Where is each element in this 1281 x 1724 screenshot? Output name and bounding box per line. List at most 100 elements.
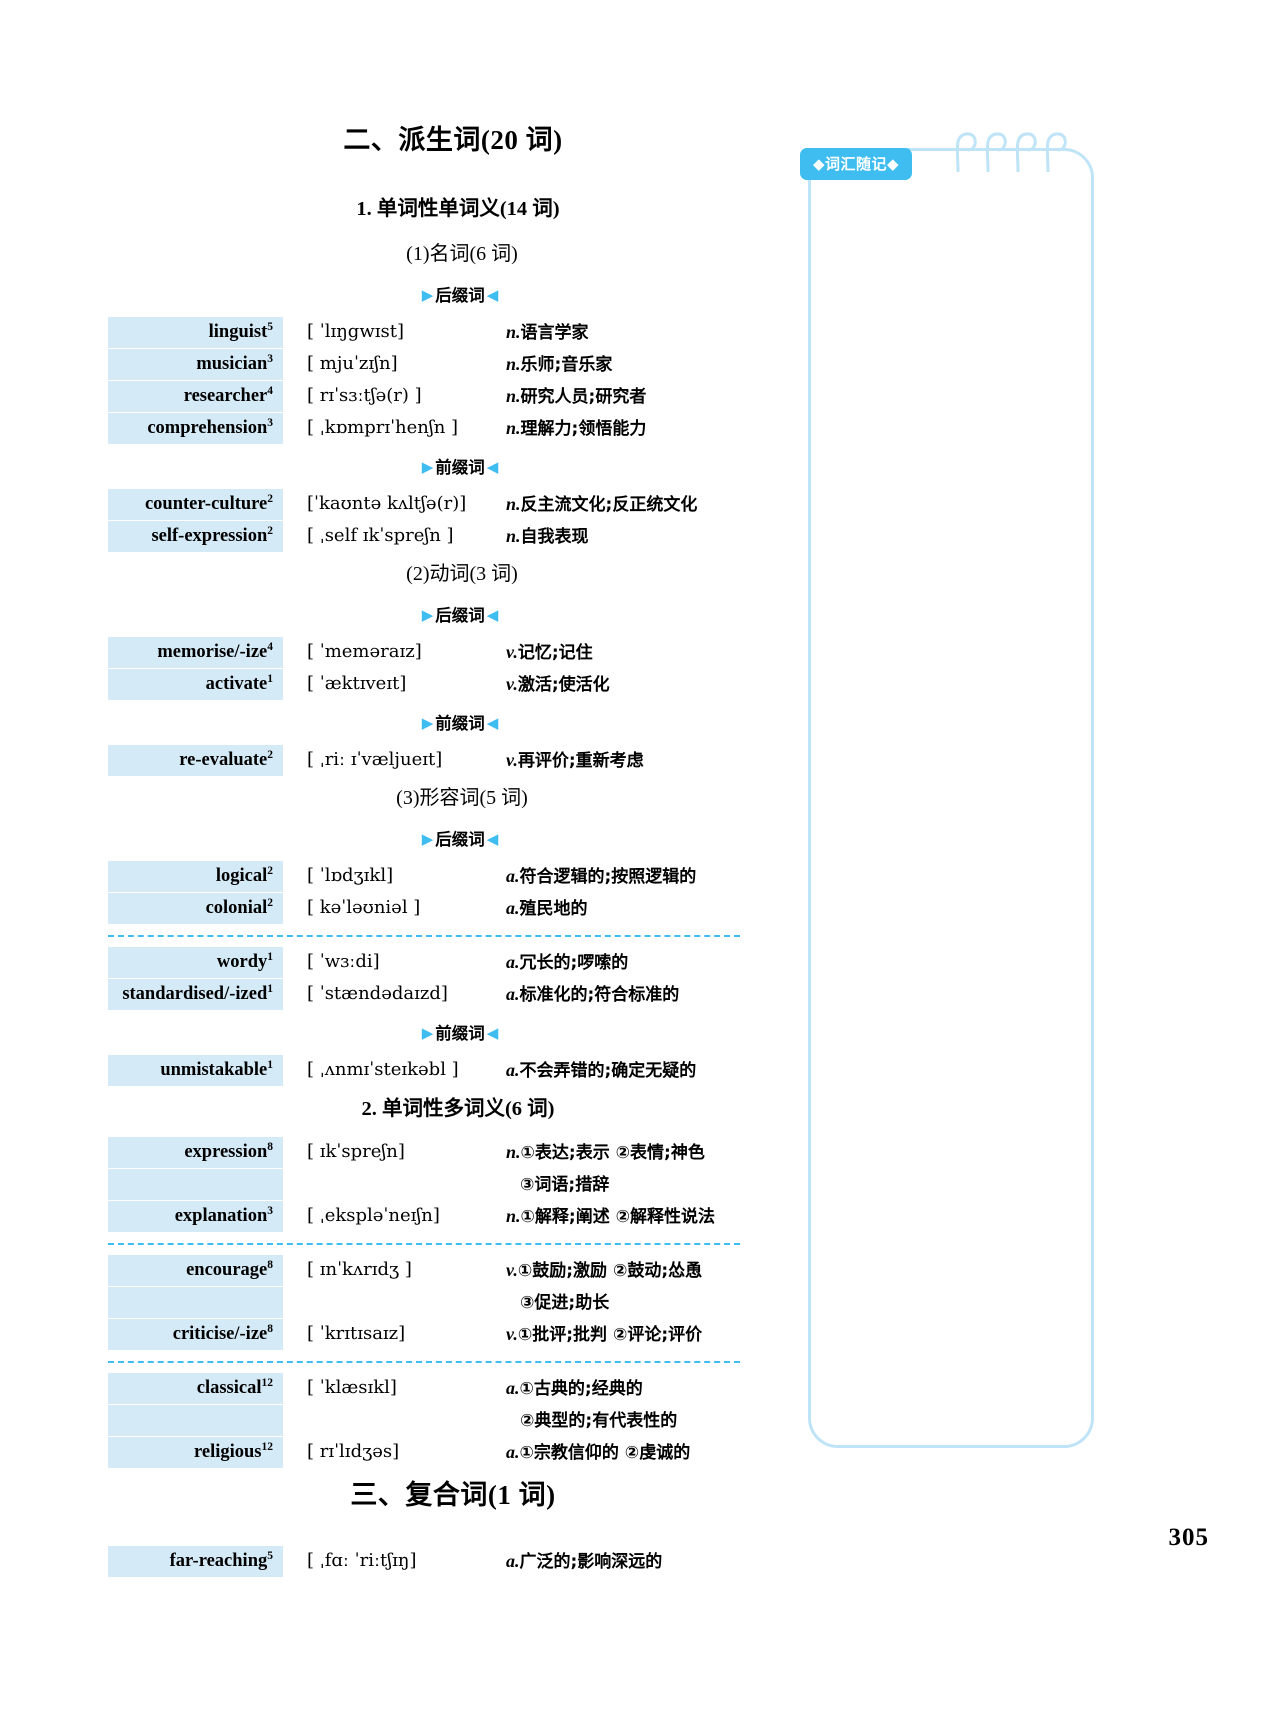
affix-label: 后缀词 xyxy=(435,830,485,849)
vocab-word: comprehension3 xyxy=(108,413,283,444)
triangle-left-icon: ◀ xyxy=(486,716,499,732)
group-heading: (1)名词(6 词) xyxy=(406,243,518,265)
vocab-entry-row: ②典型的;有代表性的 xyxy=(108,1405,788,1437)
definition-text: ①批评;批判 ②评论;评价 xyxy=(517,1325,703,1345)
word-frequency-superscript: 2 xyxy=(267,896,273,909)
vocab-entry-row: linguist5[ ˈlɪŋgwɪst]n.语言学家 xyxy=(108,317,788,349)
vocab-entry-row: wordy1[ ˈwɜːdi]a.冗长的;啰嗦的 xyxy=(108,947,788,979)
triangle-left-icon: ◀ xyxy=(486,608,499,624)
vocab-definition: n.自我表现 xyxy=(488,521,788,553)
notes-tab-label: ◆词汇随记◆ xyxy=(800,148,913,180)
definition-text: ①解释;阐述 ②解释性说法 xyxy=(520,1207,716,1227)
vocab-word: self-expression2 xyxy=(108,521,283,552)
vocab-definition: n.语言学家 xyxy=(488,317,788,349)
part-of-speech: v. xyxy=(506,642,518,662)
vocab-entry-row: explanation3[ ˌekspləˈneɪʃn]n.①解释;阐述 ②解释… xyxy=(108,1201,788,1233)
vocab-word: classical12 xyxy=(108,1373,283,1404)
vocab-entry-row: counter-culture2[ˈkaʊntə kʌltʃə(r)]n.反主流… xyxy=(108,489,788,521)
vocab-entry-row: religious12[ rɪˈlɪdʒəs]a.①宗教信仰的 ②虔诚的 xyxy=(108,1437,788,1469)
vocab-definition: v.①鼓励;激励 ②鼓动;怂恿 xyxy=(488,1255,788,1287)
vocab-definition: a.冗长的;啰嗦的 xyxy=(488,947,788,979)
part-of-speech: n. xyxy=(506,1142,521,1162)
vocab-entry-row: unmistakable1[ ˌʌnmɪˈsteɪkəbl ]a.不会弄错的;确… xyxy=(108,1055,788,1087)
vocab-word: criticise/-ize8 xyxy=(108,1319,283,1350)
affix-marker: ▶前缀词◀ xyxy=(108,1020,788,1044)
vocab-phonetic: [ ˈstændədaɪzd] xyxy=(307,983,448,1004)
vocab-word: expression8 xyxy=(108,1137,283,1168)
part-of-speech: n. xyxy=(506,526,521,546)
definition-text: 乐师;音乐家 xyxy=(520,355,613,375)
word-frequency-superscript: 5 xyxy=(267,1549,273,1562)
vocab-phonetic: [ ˈmeməraɪz] xyxy=(307,641,422,662)
vocab-entry-row: classical12 [ ˈklæsɪkl] a.①古典的;经典的 xyxy=(108,1373,788,1405)
vocab-phonetic: [ ˈklæsɪkl] xyxy=(307,1377,397,1398)
vocab-phonetic: [ˈkaʊntə kʌltʃə(r)] xyxy=(307,493,467,514)
word-frequency-superscript: 12 xyxy=(261,1376,274,1389)
part-of-speech: n. xyxy=(506,494,521,514)
definition-text: 记忆;记住 xyxy=(517,643,593,663)
vocab-definition: n.乐师;音乐家 xyxy=(488,349,788,381)
definition-text: 语言学家 xyxy=(520,323,589,343)
vocabulary-notes-panel: ◆词汇随记◆ xyxy=(800,120,1100,1460)
vocab-phonetic: [ kəˈləʊniəl ] xyxy=(307,897,421,918)
vocab-entry-row: musician3[ mjuˈzɪʃn]n.乐师;音乐家 xyxy=(108,349,788,381)
definition-text: 反主流文化;反正统文化 xyxy=(520,495,698,515)
vocab-phonetic xyxy=(283,1287,488,1292)
word-frequency-superscript: 2 xyxy=(267,492,273,505)
vocab-word: researcher4 xyxy=(108,381,283,412)
word-frequency-superscript: 2 xyxy=(267,748,273,761)
main-content-column: 二、派生词(20 词)1. 单词性单词义(14 词)(1)名词(6 词)▶后缀词… xyxy=(108,118,788,1582)
word-frequency-superscript: 8 xyxy=(267,1258,273,1271)
word-frequency-superscript: 5 xyxy=(267,320,273,333)
vocab-word: wordy1 xyxy=(108,947,283,978)
vocab-phonetic: [ ˌself ɪkˈspreʃn ] xyxy=(307,525,454,546)
vocab-definition: a.①古典的;经典的 xyxy=(488,1373,788,1405)
part-of-speech: a. xyxy=(506,1378,520,1398)
vocab-phonetic xyxy=(283,1169,488,1174)
vocab-phonetic: [ ɪnˈkʌrɪdʒ ] xyxy=(307,1259,412,1280)
vocab-definition: n.①解释;阐述 ②解释性说法 xyxy=(488,1201,788,1233)
vocab-phonetic: [ ˈkrɪtɪsaɪz] xyxy=(307,1323,406,1344)
word-frequency-superscript: 4 xyxy=(267,384,273,397)
vocab-phonetic: [ ˈæktɪveɪt] xyxy=(307,673,407,694)
part-of-speech: a. xyxy=(506,1442,520,1462)
vocab-entry-row: encourage8[ ɪnˈkʌrɪdʒ ]v.①鼓励;激励 ②鼓动;怂恿 xyxy=(108,1255,788,1287)
vocab-phonetic: [ ɪkˈspreʃn] xyxy=(307,1141,405,1162)
definition-text: 不会弄错的;确定无疑的 xyxy=(519,1061,697,1081)
vocab-definition: a.殖民地的 xyxy=(488,893,788,925)
part-of-speech: n. xyxy=(506,386,521,406)
triangle-right-icon: ▶ xyxy=(421,608,434,624)
vocab-entry-row: colonial2[ kəˈləʊniəl ]a.殖民地的 xyxy=(108,893,788,925)
definition-text: 再评价;重新考虑 xyxy=(517,751,644,771)
vocab-phonetic: [ ˈlɪŋgwɪst] xyxy=(307,321,404,342)
vocab-definition: a.广泛的;影响深远的 xyxy=(488,1546,788,1578)
affix-label: 前缀词 xyxy=(435,1024,485,1043)
vocab-entry-row: re-evaluate2[ ˌriː ɪˈvæljueɪt]v.再评价;重新考虑 xyxy=(108,745,788,777)
vocab-word-group: expression8[ ɪkˈspreʃn]n.①表达;表示 ②表情;神色 ③… xyxy=(108,1137,788,1233)
affix-label: 后缀词 xyxy=(435,606,485,625)
word-frequency-superscript: 12 xyxy=(261,1440,274,1453)
vocab-word-group: counter-culture2[ˈkaʊntə kʌltʃə(r)]n.反主流… xyxy=(108,489,788,553)
vocab-definition: ③词语;措辞 xyxy=(488,1169,788,1201)
part-of-speech: n. xyxy=(506,1206,521,1226)
definition-text: 标准化的;符合标准的 xyxy=(519,985,680,1005)
vocab-word: explanation3 xyxy=(108,1201,283,1232)
word-frequency-superscript: 2 xyxy=(267,524,273,537)
affix-label: 前缀词 xyxy=(435,714,485,733)
triangle-left-icon: ◀ xyxy=(486,832,499,848)
group-heading: (2)动词(3 词) xyxy=(406,563,518,585)
subsection-heading: 1. 单词性单词义(14 词) xyxy=(356,198,560,220)
vocab-entry-row: criticise/-ize8[ ˈkrɪtɪsaɪz]v.①批评;批判 ②评论… xyxy=(108,1319,788,1351)
notes-writing-area[interactable] xyxy=(808,148,1094,1448)
vocab-definition: v.再评价;重新考虑 xyxy=(488,745,788,777)
vocab-word xyxy=(108,1169,283,1200)
word-frequency-superscript: 2 xyxy=(267,864,273,877)
definition-text: 研究人员;研究者 xyxy=(520,387,647,407)
vocab-entry-row: ③促进;助长 xyxy=(108,1287,788,1319)
vocab-entry-row: researcher4[ rɪˈsɜːtʃə(r) ]n.研究人员;研究者 xyxy=(108,381,788,413)
vocab-word: far-reaching5 xyxy=(108,1546,283,1577)
vocab-entry-row: memorise/-ize4[ ˈmeməraɪz]v.记忆;记住 xyxy=(108,637,788,669)
